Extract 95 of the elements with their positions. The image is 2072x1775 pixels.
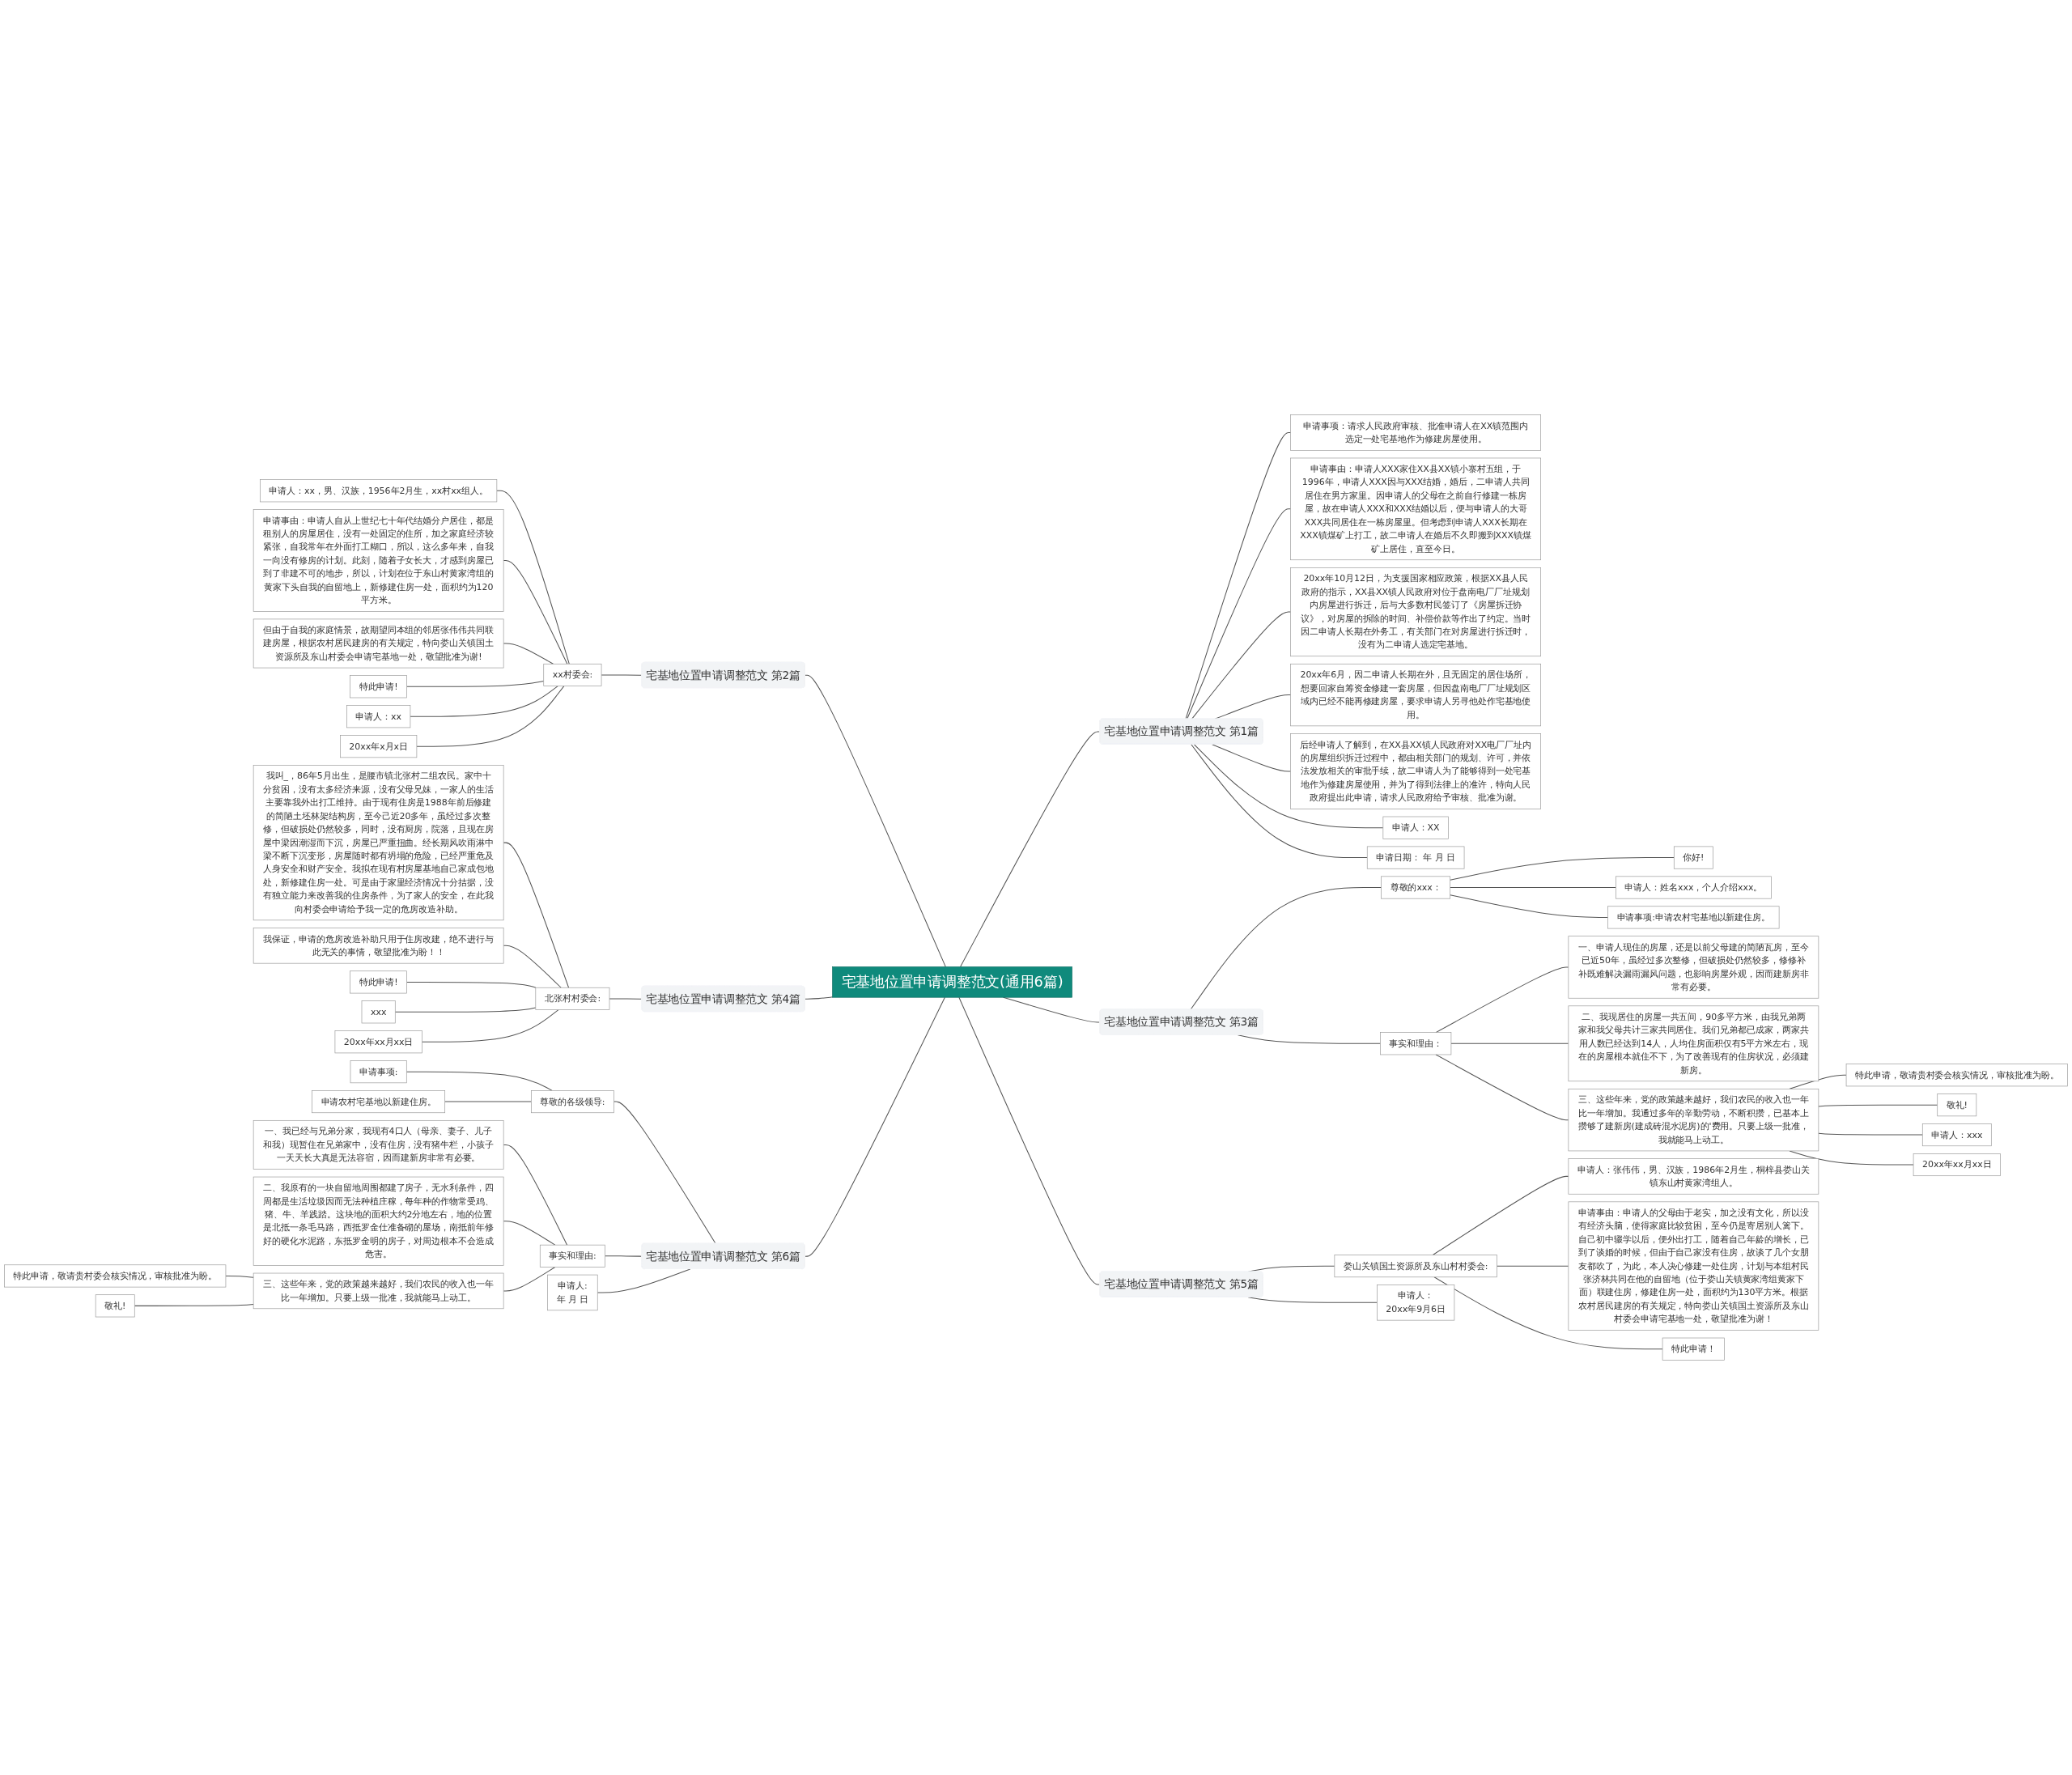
node-box: 二、我现居住的房屋一共五间，90多平方米，由我兄弟两家和我父母共计三家共同居住。我们兄弟都已成家，两家共用人数已经达到14人，人均住房面积仅有5平方米左右，现在的房屋根本就住不下，为了改善现有的住房状况，必须建新房。: [1568, 1005, 1819, 1082]
connector: [421, 1009, 559, 1042]
node-box: 20xx年6月，因二申请人长期在外，且无固定的居住场所，想要回家自筹资金修建一套房屋，但因盘南电厂厂址规划区域内已经不能再修建房屋，要求申请人另寻他处作宅基地使用。: [1290, 663, 1541, 727]
connector: [805, 996, 834, 1000]
connector: [416, 686, 565, 747]
node-box: 二、我原有的一块自留地周围都建了房子，无水利条件，四周都是生活垃圾因而无法种植庄稼，每年种的作物常受鸡、猪、牛、羊践踏。这块地的面积大约2分地左右，地的位置是北抵一条毛马路，西抵罗金仕准备砌的屋场，南抵前年修好的硬化水泥路，东抵罗金明的房子，对周边根本不会造成危害。: [253, 1176, 504, 1266]
node-box: 尊敬的xxx：: [1381, 876, 1450, 899]
connector: [1185, 432, 1292, 720]
node-box: 一、我已经与兄弟分家，我现有4口人（母亲、妻子、儿子和我）现暂住在兄弟家中，没有住房，没有猪牛栏，小孩子一天天长大真是无法容宿，因而建新房非常有必要。: [253, 1120, 504, 1170]
connector: [1190, 887, 1382, 1010]
connector: [1435, 966, 1569, 1034]
node-box: 敬礼!: [1937, 1093, 1977, 1117]
connector: [605, 1255, 643, 1257]
node-box: 申请事由：申请人XXX家住XX县XX镇小寨村五组，于1996年，申请人XXX因与XXX结婚，婚后，二申请人共同居住在男方家里。因申请人的父母在之前自行修建一栋房屋，故在申请人XXX和XXX结婚以后，便与申请人的大哥XXX共同居住在一栋房屋里。但考虑到申请人XXX长期在XXX镇煤矿上打工，故二申请人在婚后不久即搬到XXX镇煤矿上居住，直至今日。: [1290, 457, 1541, 561]
connector: [225, 1275, 254, 1278]
node-box: 申请人： 20xx年9月6日: [1377, 1285, 1455, 1321]
node-box: 尊敬的各级领导:: [531, 1090, 614, 1114]
connector: [503, 559, 568, 665]
node-box: 20xx年xx月xx日: [334, 1030, 422, 1054]
connector: [1432, 1175, 1569, 1255]
connector: [406, 981, 537, 988]
connector: [503, 1267, 556, 1292]
node-box: 事实和理由:: [539, 1244, 605, 1268]
connector: [503, 1144, 568, 1246]
connector: [1433, 1276, 1663, 1350]
connector: [1450, 1042, 1569, 1044]
connector: [406, 680, 545, 687]
node-box: 特此申请!: [350, 970, 407, 994]
node-box: 申请日期： 年 月 日: [1366, 846, 1465, 869]
node-box: 但由于自我的家庭情景，故期望同本组的邻居张伟伟共同联建房屋，根据农村居民建房的有关规定，特向娄山关镇国土资源所及东山村委会申请宅基地一处，敬望批准为谢!: [253, 618, 504, 669]
connector: [1187, 508, 1292, 720]
connector: [597, 1268, 691, 1293]
connector: [410, 686, 558, 717]
connector: [613, 1101, 716, 1244]
connector: [1194, 744, 1384, 829]
connector: [609, 998, 643, 1000]
connector: [394, 1007, 537, 1013]
node-box: 申请农村宅基地以新建住房。: [312, 1090, 445, 1114]
connector: [1191, 744, 1368, 859]
node-box: xxx: [361, 1000, 396, 1024]
connector: [405, 1071, 553, 1091]
connector: [958, 996, 1101, 1285]
node-box: 特此申请，敬请贵村委会核实情况，审核批准为盼。: [4, 1264, 227, 1288]
node-box: 申请事由：申请人的父母由于老实，加之没有文化，所以没有经济头脑，使得家庭比较贫困，至今仍是寄居别人篱下。自己初中辍学以后，便外出打工，随着自己年龄的增长，已到了谈婚的时候，但由于自己家没有住房，故谈了几个女朋友都吹了，为此，本人决心修建一处住房，计划与本组村民张济林共同在他的自留地（位于娄山关镇黄家湾组黄家下面）联建住房，修建住房一处，面积约为130平方米。根据农村居民建房的有关规定，特向娄山关镇国土资源所及东山村委会申请宅基地一处，敬望批准为谢！: [1568, 1201, 1819, 1331]
node-box: 申请事由：申请人自从上世纪七十年代结婚分户居住，都是租别人的房屋居住，没有一处固定的住所，加之家庭经济较紧张，自我常年在外面打工糊口，所以，这么多年来，自我一向没有修房的计划。此刻，随着子女长大，才感到房屋已到了非建不可的地步，所以，计划在位于东山村黄家湾组的黄家下头自我的自留地上，新修建住房一处，面积约为120平方米。: [253, 509, 504, 612]
node-box: 后经申请人了解到，在XX县XX镇人民政府对XX电厂厂址内的房屋组织拆迁过程中，都由相关部门的规划、许可，并依法发放相关的审批手续，故二申请人为了能够得到一处宅基地作为修建房屋使用，并为了得到法律上的准许，特向人民政府提出此申请，请求人民政府给予审核、批准为谢。: [1290, 733, 1541, 809]
node-box: 北张村村委会:: [535, 987, 610, 1010]
connector: [503, 643, 554, 665]
connector: [1818, 1132, 1923, 1136]
connector: [1212, 744, 1292, 772]
node-box: 申请人：XX: [1382, 816, 1449, 839]
connector: [1496, 1265, 1569, 1267]
node-box: 申请人：姓名xxx，个人介绍xxx。: [1616, 876, 1772, 899]
connector: [503, 945, 562, 988]
connector: [1450, 894, 1609, 918]
node-box: 申请人：xxx: [1921, 1123, 1992, 1147]
node-box: 申请人：xx: [346, 705, 411, 728]
node-box: 20xx年xx月xx日: [1913, 1153, 2001, 1177]
node-box: 20xx年10月12日，为支援国家相应政策，根据XX县人民政府的指示，XX县XX镇人民政府对位于盘南电厂厂址规划内房屋进行拆迁，后与大多数村民签订了《房屋拆迁协议》，对房屋的拆除的时间、补偿价款等作出了约定。当时因二申请人长期在外务工，有关部门在对房屋进行拆迁时，没有为二申请人选定宅基地。: [1290, 567, 1541, 657]
node-box: 宅基地位置申请调整范文(通用6篇): [832, 966, 1072, 998]
connector: [503, 1221, 556, 1246]
connector: [960, 731, 1101, 968]
node-box: 申请人：张伟伟，男、汉族，1986年2月生，桐梓县娄山关镇东山村黄家湾组人。: [1568, 1158, 1819, 1195]
connector: [805, 996, 945, 1257]
node-box: 事实和理由：: [1380, 1032, 1452, 1055]
node-box: 申请事项:: [350, 1060, 407, 1084]
connector: [1435, 1054, 1569, 1121]
node-box: 你好!: [1673, 846, 1713, 869]
node-box: 我保证，申请的危房改造补助只用于住房改建，绝不进行与此无关的事情，敬望批准为盼！！: [253, 928, 504, 964]
node-box: 三、这些年来，党的政策越来越好，我们农民的收入也一年比一年增加。只要上级一批准，我就能马上动工。: [253, 1272, 504, 1310]
node-box: 三、这些年来，党的政策越来越好，我们农民的收入也一年比一年增加。我通过多年的辛勤劳动，不断积攒，已基本上攒够了建新房(建成砖混水泥房)的'费用。只要上级一批准，我就能马上动工。: [1568, 1089, 1819, 1152]
connector: [444, 1101, 532, 1102]
node-box: 敬礼!: [95, 1294, 135, 1318]
connector: [1450, 857, 1675, 881]
connector: [1450, 887, 1616, 888]
node-box: 申请事项：请求人民政府审核、批准申请人在XX镇范围内选定一处宅基地作为修建房屋使用。: [1290, 414, 1541, 451]
node-box: 一、申请人现住的房屋，还是以前父母建的简陋瓦房，至今已近50年，虽经过多次整修，但破损处仍然较多，修修补补既难解决漏雨漏风问题，也影响房屋外观，因而建新房非常有必要。: [1568, 936, 1819, 999]
node-box: 申请事项:申请农村宅基地以新建住房。: [1607, 906, 1780, 929]
node-box: 特此申请!: [350, 675, 407, 699]
node-box: 我叫_，86年5月出生，是腰市镇北张村二组农民。家中十分贫困，没有太多经济来源，没有父母兄妹，一家人的生活主要靠我外出打工维持。由于现有住房是1988年前后修建的简陋土坯林架结构房，至今己近20多年，虽经过多次整修，但破损处仍然较多，同时，没有厨房，院落，且现在房屋中梁因潮湿而下沉，房屋已严重扭曲。经长期风吹雨淋中梁不断下沉变形，房屋随时都有坍塌的危险，已经严重危及人身安全和财产安全。我拟在现有村房屋基地自己家成包地处，新修建住房一处。可是由于家里经济情况十分拮据，没有独立能力来改善我的住房条件，为了家人的安全，在此我向村委会申请给予我一定的危房改造补助。: [253, 765, 504, 921]
connector: [1789, 1074, 1847, 1089]
connector: [503, 842, 570, 988]
connector: [1818, 1104, 1938, 1107]
node-box: 特此申请！: [1662, 1337, 1725, 1361]
node-box: 娄山关镇国土资源所及东山村村委会:: [1334, 1255, 1497, 1278]
connector: [496, 490, 570, 665]
connector: [1191, 611, 1292, 720]
node-box: 特此申请，敬请贵村委会核实情况，审核批准为盼。: [1845, 1064, 2068, 1087]
connector: [805, 674, 946, 968]
node-box: 申请人：xx，男、汉族，1956年2月生，xx村xx组人。: [260, 479, 498, 503]
node-box: 20xx年x月x日: [340, 735, 418, 758]
node-box: xx村委会:: [543, 663, 602, 686]
connector: [134, 1304, 254, 1306]
node-box: 申请人: 年 月 日: [547, 1274, 598, 1311]
connector: [601, 674, 643, 676]
